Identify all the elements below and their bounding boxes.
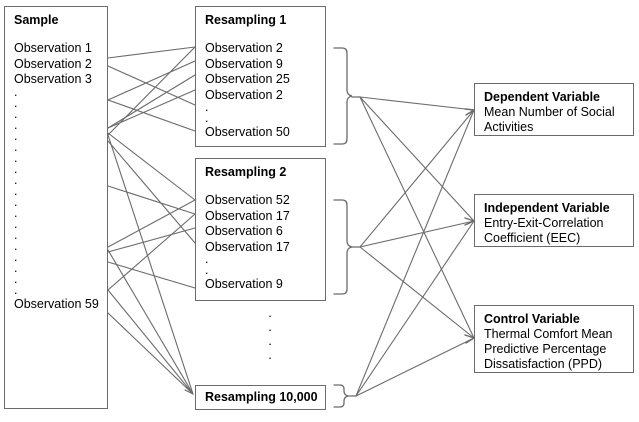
ellipsis-dot: . <box>268 333 272 348</box>
ellipsis-dot: . <box>14 260 18 275</box>
resampling-2-content: Resampling 2 Observation 52 Observation … <box>205 165 321 293</box>
brace-to-variables-lines <box>355 96 475 397</box>
ellipsis-dot: . <box>268 305 272 320</box>
resampling-last-item: Observation 9 <box>205 277 283 291</box>
ellipsis-dot: . <box>14 282 18 297</box>
resampling-1-title: Resampling 1 <box>205 13 287 27</box>
ellipsis-dot: . <box>205 252 209 266</box>
ellipsis-dot: . <box>14 161 18 176</box>
ellipsis-dot: . <box>205 263 209 277</box>
sample-content: Sample Observation 1 Observation 2 Obser… <box>14 13 103 312</box>
ellipsis-dot: . <box>14 128 18 143</box>
control-variable-box: Control Variable Thermal Comfort Mean Pr… <box>474 305 634 373</box>
resampling-item: Observation 2 <box>205 87 283 102</box>
ellipsis-dot: . <box>14 139 18 154</box>
resampling-item: Observation 52 <box>205 193 290 207</box>
resampling-1-vertical-ellipsis: .. <box>205 100 321 125</box>
resampling-item: Observation 17 <box>205 239 290 254</box>
ellipsis-dot: . <box>14 84 18 99</box>
dependent-variable-box: Dependent Variable Mean Number of Social… <box>474 83 634 136</box>
variable-arrowheads <box>464 108 475 344</box>
ellipsis-dot: . <box>14 271 18 286</box>
sample-to-resampling1-lines <box>107 46 196 136</box>
resampling-item: Observation 25 <box>205 72 290 86</box>
resampling-item: Observation 6 <box>205 224 283 238</box>
brace-resampling2 <box>333 199 361 295</box>
ellipsis-dot: . <box>14 150 18 165</box>
control-variable-line: Thermal Comfort Mean <box>484 327 613 341</box>
resampling-item: Observation 2 <box>205 41 283 55</box>
ellipsis-dot: . <box>14 249 18 264</box>
ellipsis-dot: . <box>268 347 272 362</box>
resampling-2-vertical-ellipsis: .. <box>205 252 321 277</box>
ellipsis-dot: . <box>14 95 18 110</box>
control-variable-content: Control Variable Thermal Comfort Mean Pr… <box>484 312 629 372</box>
dependent-variable-line: Mean Number of Social <box>484 105 615 119</box>
resampling-1-content: Resampling 1 Observation 2 Observation 9… <box>205 13 321 141</box>
spacer <box>205 28 321 41</box>
ellipsis-dot: . <box>205 111 209 125</box>
ellipsis-dot: . <box>14 117 18 132</box>
control-variable-line: Dissatisfaction (PPD) <box>484 357 603 371</box>
independent-variable-title: Independent Variable <box>484 201 610 215</box>
ellipsis-dot: . <box>205 100 209 114</box>
brace-resampling1 <box>333 47 361 145</box>
ellipsis-dot: . <box>14 216 18 231</box>
ellipsis-dot: . <box>14 194 18 209</box>
control-variable-line: Predictive Percentage <box>484 342 607 356</box>
independent-variable-line: Entry-Exit-Correlation <box>484 216 604 230</box>
ellipsis-dot: . <box>268 319 272 334</box>
sample-box: Sample Observation 1 Observation 2 Obser… <box>4 6 108 409</box>
sample-item: Observation 2 <box>14 56 92 71</box>
independent-variable-box: Independent Variable Entry-Exit-Correlat… <box>474 194 634 247</box>
ellipsis-dot: . <box>14 183 18 198</box>
sample-title: Sample <box>14 13 59 27</box>
dependent-variable-line: Activities <box>484 120 534 134</box>
sample-last-item: Observation 59 <box>14 296 99 311</box>
sample-to-resampling10000-lines <box>107 134 194 395</box>
ellipsis-dot: . <box>14 106 18 121</box>
sample-item: Observation 1 <box>14 41 92 55</box>
spacer <box>205 180 321 193</box>
sample-to-resampling2-lines <box>107 132 196 291</box>
resamplings-vertical-ellipsis: .... <box>262 305 278 363</box>
ellipsis-dot: . <box>14 172 18 187</box>
independent-variable-line: Coefficient (EEC) <box>484 231 581 245</box>
ellipsis-dot: . <box>14 227 18 242</box>
sample-item: Observation 3 <box>14 72 92 86</box>
spacer <box>14 28 103 41</box>
resampling-2-box: Resampling 2 Observation 52 Observation … <box>195 158 326 301</box>
dependent-variable-content: Dependent Variable Mean Number of Social… <box>484 90 629 135</box>
ellipsis-dot: . <box>14 205 18 220</box>
resampling-10000-title: Resampling 10,000 <box>205 390 318 404</box>
resampling-item: Observation 17 <box>205 208 290 223</box>
resampling-2-title: Resampling 2 <box>205 165 287 179</box>
resampling-10000-box: Resampling 10,000 <box>195 385 326 410</box>
resampling-item: Observation 9 <box>205 56 283 71</box>
brace-resampling10000 <box>333 384 357 408</box>
resampling-1-box: Resampling 1 Observation 2 Observation 9… <box>195 6 326 147</box>
control-variable-title: Control Variable <box>484 312 580 326</box>
resampling-last-item: Observation 50 <box>205 125 290 139</box>
dependent-variable-title: Dependent Variable <box>484 90 601 104</box>
sample-vertical-ellipsis: ................... <box>14 84 103 297</box>
independent-variable-content: Independent Variable Entry-Exit-Correlat… <box>484 201 629 246</box>
ellipsis-dot: . <box>14 238 18 253</box>
